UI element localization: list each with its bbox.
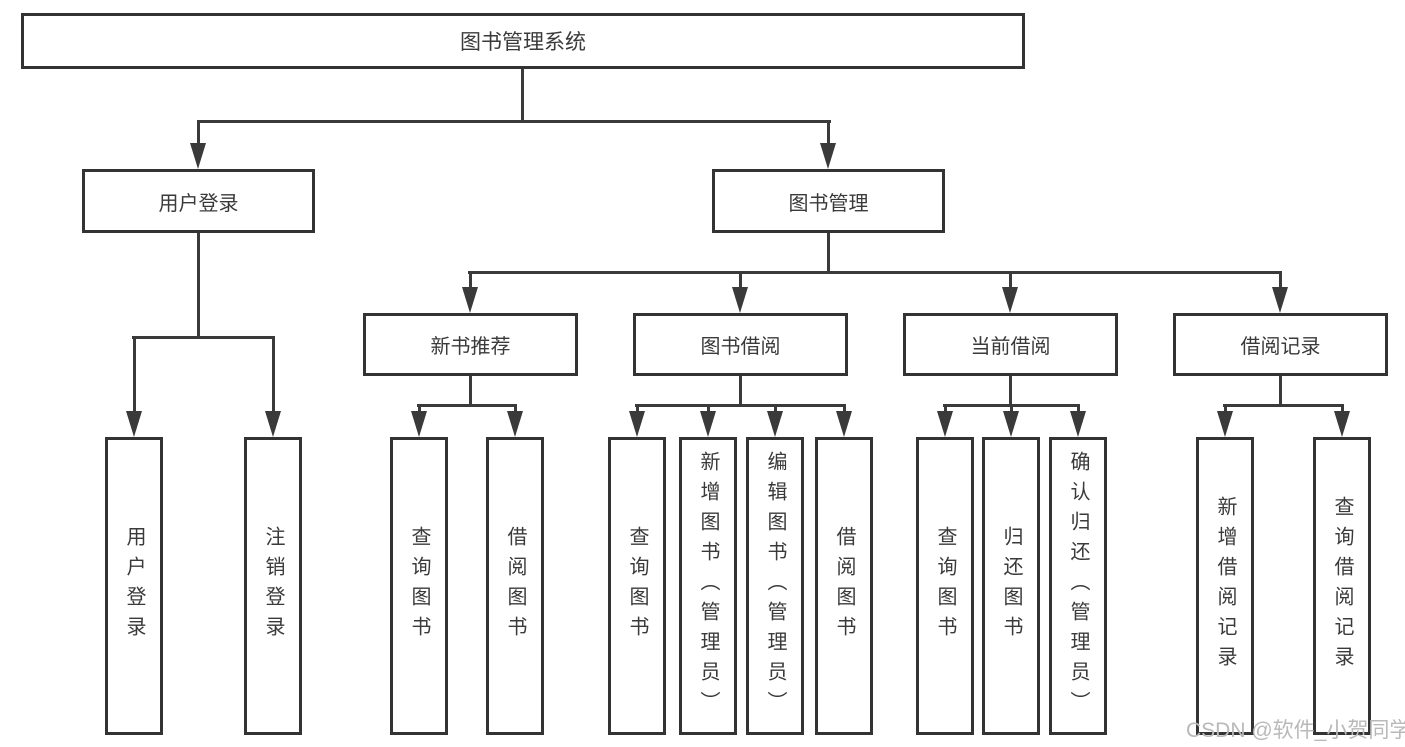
node-label: 新增图书（管理员）	[697, 451, 719, 721]
connector-line	[1223, 404, 1344, 407]
node-label: 新书推荐	[430, 336, 511, 358]
arrowhead-down-icon	[1217, 411, 1233, 437]
connector-line	[707, 404, 710, 414]
node-library-management-system: 图书管理系统	[21, 13, 1025, 69]
arrowhead-down-icon	[462, 287, 478, 313]
connector-line	[843, 404, 846, 414]
arrowhead-down-icon	[1070, 411, 1086, 437]
node-label: 当前借阅	[970, 336, 1051, 358]
arrowhead-down-icon	[1334, 411, 1350, 437]
leaf-record-add-borrow-record: 新增借阅记录	[1196, 437, 1254, 735]
arrowhead-down-icon	[1272, 287, 1288, 313]
connector-line	[739, 376, 742, 406]
connector-line	[1009, 376, 1012, 406]
connector-line	[469, 271, 472, 289]
node-label: 编辑图书（管理员）	[764, 451, 786, 721]
arrowhead-down-icon	[411, 411, 427, 437]
connector-line	[1009, 271, 1012, 289]
leaf-user-login: 用户登录	[105, 437, 163, 735]
connector-line	[469, 376, 472, 406]
connector-line	[827, 233, 830, 273]
connector-line	[514, 404, 517, 414]
connector-line	[197, 120, 200, 145]
connector-line	[133, 336, 136, 413]
connector-line	[944, 404, 947, 414]
connector-line	[417, 404, 517, 407]
arrowhead-down-icon	[937, 411, 953, 437]
arrowhead-down-icon	[700, 411, 716, 437]
connector-line	[1077, 404, 1080, 414]
node-label: 用户登录	[158, 192, 239, 215]
arrowhead-down-icon	[629, 411, 645, 437]
connector-line	[1010, 404, 1013, 414]
connector-line	[468, 271, 1282, 274]
node-label: 查询图书	[626, 526, 648, 646]
leaf-newbook-borrow-books: 借阅图书	[486, 437, 544, 735]
connector-line	[827, 120, 830, 145]
arrowhead-down-icon	[767, 411, 783, 437]
leaf-record-query-borrow-record: 查询借阅记录	[1313, 437, 1371, 735]
node-label: 借阅图书	[833, 526, 855, 646]
arrowhead-down-icon	[265, 411, 281, 437]
connector-line	[635, 404, 846, 407]
arrowhead-down-icon	[190, 143, 206, 169]
arrowhead-down-icon	[126, 411, 142, 437]
connector-line	[132, 336, 275, 339]
leaf-borrow-query-books: 查询图书	[608, 437, 666, 735]
leaf-borrow-add-books-admin: 新增图书（管理员）	[679, 437, 737, 735]
connector-line	[1279, 271, 1282, 289]
node-new-book-recommendation: 新书推荐	[363, 313, 578, 376]
connector-line	[1224, 404, 1227, 414]
leaf-current-return-books: 归还图书	[982, 437, 1040, 735]
connector-line	[418, 404, 421, 414]
connector-line	[272, 336, 275, 413]
arrowhead-down-icon	[1002, 287, 1018, 313]
connector-line	[1279, 376, 1282, 406]
connector-line	[636, 404, 639, 414]
node-label: 图书管理系统	[460, 31, 586, 54]
leaf-borrow-borrow-books: 借阅图书	[815, 437, 873, 735]
node-current-borrowing: 当前借阅	[903, 313, 1118, 376]
connector-line	[197, 120, 831, 123]
node-label: 查询借阅记录	[1331, 496, 1353, 676]
connector-line	[774, 404, 777, 414]
arrowhead-down-icon	[507, 411, 523, 437]
node-label: 图书借阅	[700, 336, 781, 358]
node-label: 确认归还（管理员）	[1067, 451, 1089, 721]
arrowhead-down-icon	[820, 143, 836, 169]
arrowhead-down-icon	[732, 287, 748, 313]
leaf-newbook-query-books: 查询图书	[390, 437, 448, 735]
leaf-current-confirm-return-admin: 确认归还（管理员）	[1049, 437, 1107, 735]
node-label: 查询图书	[408, 526, 430, 646]
connector-line	[1341, 404, 1344, 414]
node-label: 借阅记录	[1240, 336, 1321, 358]
node-label: 借阅图书	[504, 526, 526, 646]
arrowhead-down-icon	[1003, 411, 1019, 437]
node-borrowing-records: 借阅记录	[1173, 313, 1388, 376]
node-label: 图书管理	[788, 192, 869, 215]
node-book-borrowing: 图书借阅	[633, 313, 848, 376]
leaf-borrow-edit-books-admin: 编辑图书（管理员）	[746, 437, 804, 735]
node-label: 新增借阅记录	[1214, 496, 1236, 676]
connector-line	[197, 233, 200, 337]
leaf-logout: 注销登录	[244, 437, 302, 735]
leaf-current-query-books: 查询图书	[916, 437, 974, 735]
connector-line	[521, 69, 524, 121]
node-label: 查询图书	[934, 526, 956, 646]
connector-line	[739, 271, 742, 289]
node-label: 注销登录	[262, 526, 284, 646]
node-book-management: 图书管理	[712, 169, 945, 233]
node-label: 归还图书	[1000, 526, 1022, 646]
csdn-watermark: CSDN @软件_小贺同学	[1186, 719, 1405, 742]
node-user-login: 用户登录	[82, 169, 315, 233]
node-label: 用户登录	[123, 526, 145, 646]
arrowhead-down-icon	[836, 411, 852, 437]
